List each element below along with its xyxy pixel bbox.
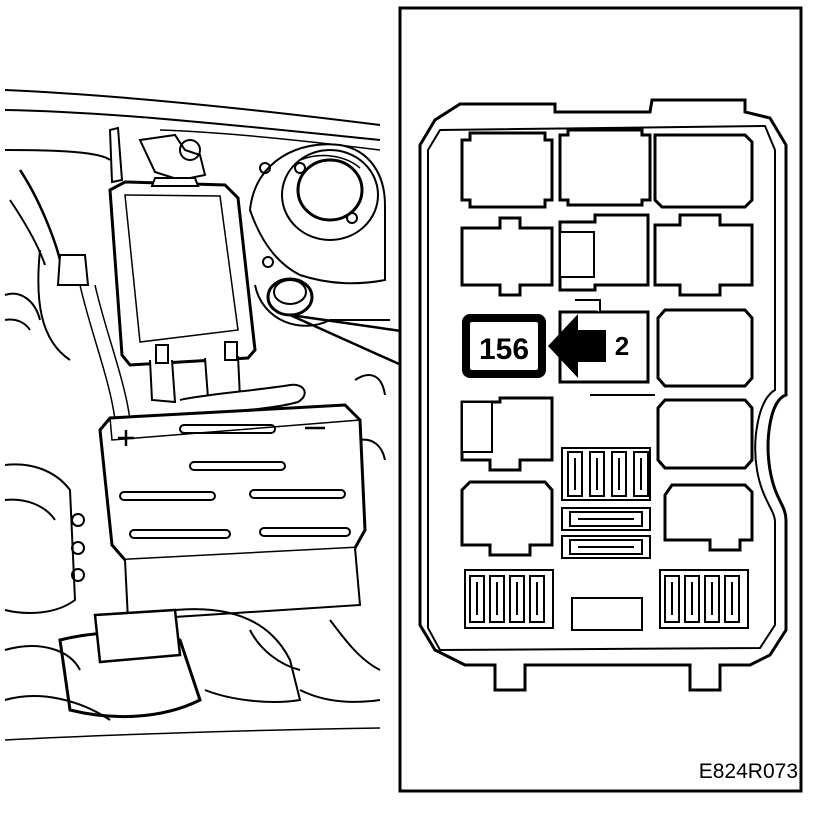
- fusebox-detail: [418, 98, 788, 692]
- bottom-left-fuse-strip: [464, 569, 554, 629]
- strut-tower: [248, 143, 386, 285]
- relay-row-5: [460, 480, 754, 557]
- pointer-arrow: 2: [548, 314, 629, 378]
- battery: [98, 403, 367, 622]
- center-fuse-block: [561, 447, 651, 501]
- relay-156-label: 156: [479, 333, 529, 366]
- lower-hose: [4, 608, 302, 721]
- position-label: 2: [615, 331, 629, 361]
- relay-row-1: [460, 128, 754, 209]
- engine-bay-view: [4, 89, 390, 741]
- engine-fusebox: [108, 177, 257, 404]
- leader-lines: [289, 313, 409, 370]
- arrow-left-icon: [548, 314, 606, 378]
- relay-row-2: [460, 213, 754, 297]
- relay-row-4: [460, 396, 754, 472]
- bottom-right-fuse-strip: [659, 569, 749, 629]
- relay-156-highlight: 156: [462, 314, 546, 378]
- center-maxi-fuses: [561, 507, 651, 559]
- figure-code: E824R073: [699, 760, 798, 783]
